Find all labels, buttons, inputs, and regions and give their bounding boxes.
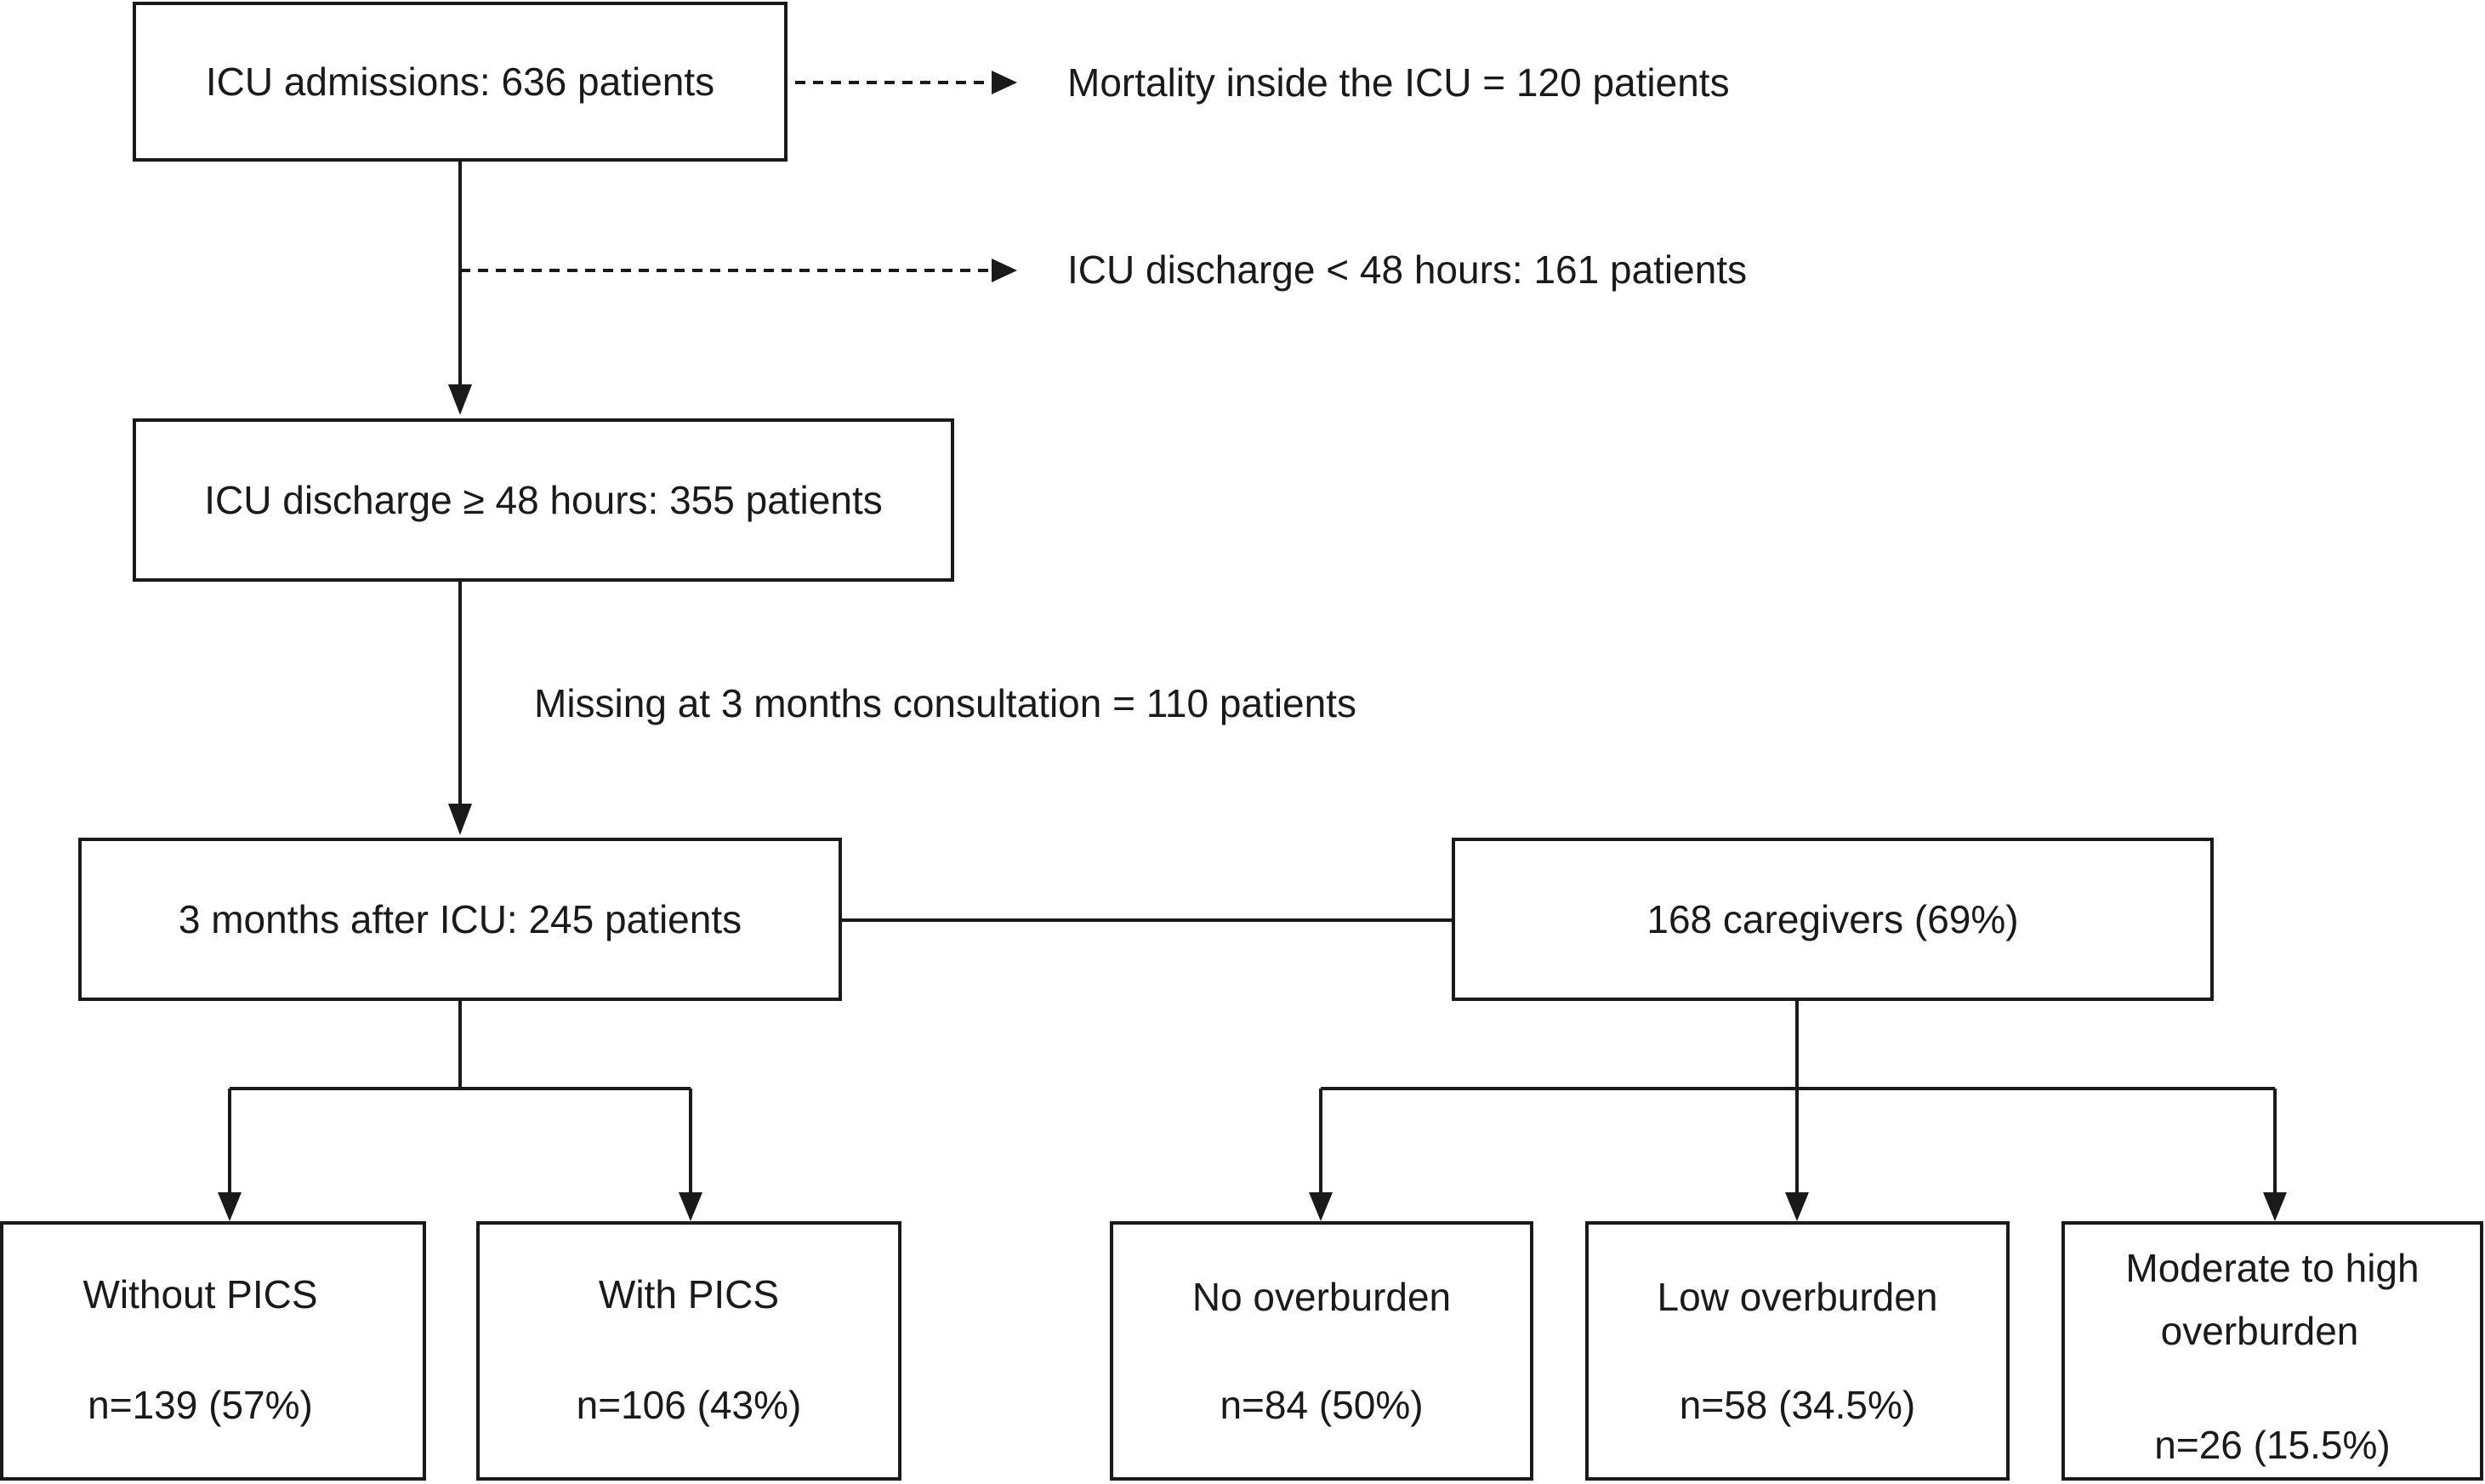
arrowhead	[448, 804, 472, 835]
icu-discharge-text: ICU discharge ≥ 48 hours: 355 patients	[204, 478, 883, 522]
box-low-overburden: Low overburden n=58 (34.5%)	[1585, 1221, 2010, 1481]
icu-admissions-text: ICU admissions: 636 patients	[205, 60, 715, 104]
short-stay-label: ICU discharge < 48 hours: 161 patients	[1067, 247, 1748, 292]
arrowhead	[1785, 1192, 1809, 1221]
box-three-months: 3 months after ICU: 245 patients	[78, 838, 842, 1001]
box-no-overburden: No overburden n=84 (50%)	[1110, 1221, 1533, 1481]
with-pics-count: n=106 (43%)	[576, 1383, 802, 1427]
arrowhead	[218, 1192, 242, 1221]
high-overburden-label-line1: Moderate to high	[2125, 1246, 2420, 1290]
low-overburden-count: n=58 (34.5%)	[1679, 1383, 1916, 1427]
without-pics-label: Without PICS	[82, 1272, 318, 1316]
box-without-pics: Without PICS n=139 (57%)	[0, 1221, 426, 1481]
box-with-pics: With PICS n=106 (43%)	[476, 1221, 901, 1481]
missing-label: Missing at 3 months consultation = 110 p…	[534, 681, 1356, 725]
arrowhead	[992, 259, 1017, 282]
box-icu-discharge: ICU discharge ≥ 48 hours: 355 patients	[133, 418, 954, 582]
no-overburden-label: No overburden	[1191, 1275, 1452, 1319]
low-overburden-label: Low overburden	[1657, 1275, 1938, 1319]
without-pics-count: n=139 (57%)	[88, 1383, 313, 1427]
arrowhead	[1309, 1192, 1333, 1221]
arrowhead	[2263, 1192, 2287, 1221]
high-overburden-count: n=26 (15.5%)	[2154, 1423, 2391, 1467]
three-months-text: 3 months after ICU: 245 patients	[178, 897, 742, 941]
box-caregivers: 168 caregivers (69%)	[1452, 838, 2214, 1001]
with-pics-label: With PICS	[598, 1272, 780, 1316]
high-overburden-label-line2: overburden	[2160, 1309, 2359, 1353]
box-high-overburden: Moderate to high overburden n=26 (15.5%)	[2061, 1221, 2483, 1481]
no-overburden-count: n=84 (50%)	[1220, 1383, 1424, 1427]
arrowhead	[679, 1192, 702, 1221]
caregivers-text: 168 caregivers (69%)	[1646, 897, 2019, 941]
mortality-label: Mortality inside the ICU = 120 patients	[1067, 60, 1730, 105]
box-icu-admissions: ICU admissions: 636 patients	[133, 2, 788, 162]
arrowhead	[448, 384, 472, 415]
arrowhead	[992, 71, 1017, 94]
